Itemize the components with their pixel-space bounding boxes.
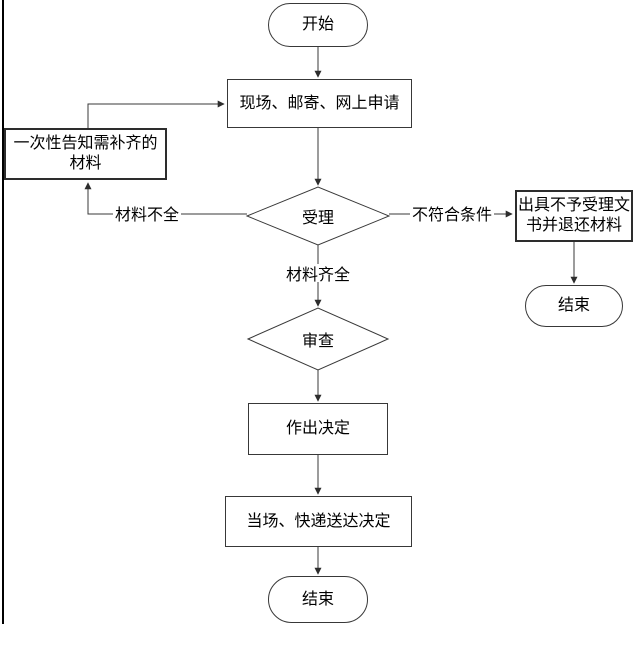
reject-label: 出具不予受理文书并退还材料 bbox=[517, 197, 630, 234]
end-terminator-bottom: 结束 bbox=[268, 576, 368, 623]
connector-notify-to-apply bbox=[87, 100, 225, 128]
end-terminator-right: 结束 bbox=[525, 285, 623, 327]
decision-box: 作出决定 bbox=[248, 403, 388, 455]
accept-diamond-shape bbox=[245, 186, 391, 246]
edge-label-materials-incomplete: 材料不全 bbox=[113, 204, 181, 224]
apply-step-box: 现场、邮寄、网上申请 bbox=[227, 79, 412, 128]
deliver-label: 当场、快递送达决定 bbox=[246, 512, 391, 530]
notify-label: 一次性告知需补齐的材料 bbox=[13, 135, 158, 172]
notify-supplement-box: 一次性告知需补齐的材料 bbox=[4, 128, 167, 180]
deliver-box: 当场、快递送达决定 bbox=[225, 496, 412, 547]
decide-label: 作出决定 bbox=[285, 420, 350, 437]
end-bottom-label: 结束 bbox=[301, 590, 334, 608]
review-decision-diamond-label: 审查 bbox=[301, 333, 334, 350]
apply-label: 现场、邮寄、网上申请 bbox=[239, 94, 400, 112]
edge-label-materials-complete: 材料齐全 bbox=[284, 264, 352, 284]
start-terminator: 开始 bbox=[268, 3, 368, 47]
reject-document-box: 出具不予受理文书并退还材料 bbox=[515, 190, 633, 242]
review-diamond-shape bbox=[246, 307, 390, 371]
connector-accept-to-notify bbox=[84, 182, 247, 215]
accept-decision-diamond-label: 受理 bbox=[301, 210, 334, 227]
end-right-label: 结束 bbox=[557, 297, 590, 314]
edge-label-not-qualified: 不符合条件 bbox=[410, 204, 494, 224]
start-label: 开始 bbox=[301, 16, 334, 33]
